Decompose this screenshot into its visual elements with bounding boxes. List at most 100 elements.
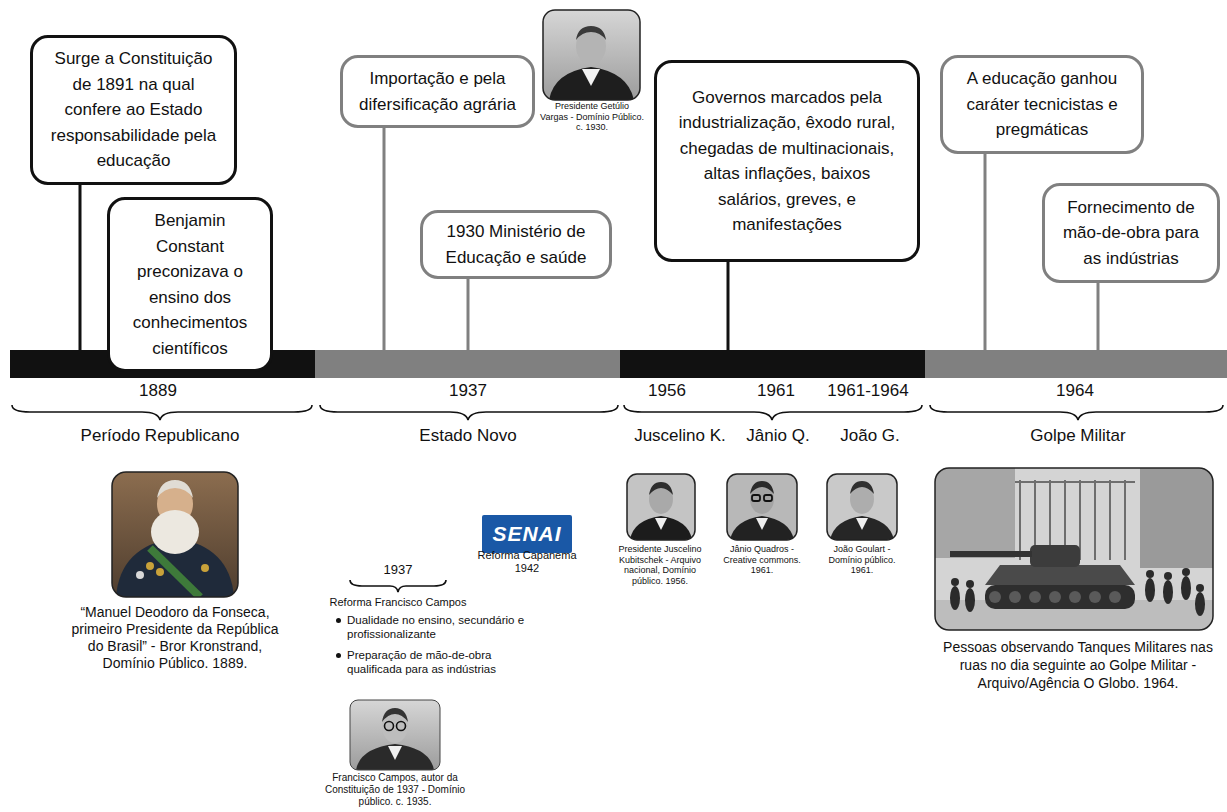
bullet-note: Preparação de mão-de-obra qualificada pa…: [336, 648, 526, 676]
deodoro-portrait-part-part: [201, 564, 209, 572]
period-braces-part: [350, 580, 446, 592]
quadros-photo-part: [727, 474, 797, 540]
bullet-dot: [336, 653, 341, 658]
quadros-photo-part-part: [727, 474, 797, 540]
coup-photo-part-part-part: [965, 588, 975, 612]
timeline-label: 1956: [632, 381, 702, 401]
goulart-photo-part-part: [856, 518, 868, 530]
caption-text: 1942: [497, 562, 557, 575]
period-braces-part: [320, 405, 618, 420]
vargas-photo-part-part: [576, 27, 606, 65]
goulart-photo-part-part: [827, 474, 897, 540]
vargas-photo-part: [543, 10, 640, 100]
vargas-photo: [543, 10, 640, 100]
callout-text: Governos marcados pela industrialização,…: [671, 85, 903, 238]
senai-logo: SENAI: [482, 515, 572, 553]
deodoro-portrait-part-part: [151, 510, 199, 554]
callout-text: A educação ganhou caráter tecnicistas e …: [955, 66, 1129, 143]
coup-photo-part-part: [1030, 545, 1080, 567]
timeline-bar-part: [925, 350, 1227, 378]
caption-text: “Manuel Deodoro da Fonseca, primeiro Pre…: [68, 604, 282, 672]
quadros-photo-part-part: [756, 518, 768, 530]
timeline-label: 1961: [741, 381, 811, 401]
quadros-photo-part-part: [730, 516, 794, 540]
deodoro-portrait: [112, 472, 238, 597]
timeline-label: Estado Novo: [368, 426, 568, 446]
goulart-photo-part-part: [850, 481, 874, 494]
caption-text: Presidente Juscelino Kubitschek - Arquiv…: [612, 544, 708, 586]
deodoro-portrait-part-part: [156, 568, 164, 576]
deodoro-portrait-part-part: [136, 571, 144, 579]
callout-box: A educação ganhou caráter tecnicistas e …: [940, 55, 1144, 154]
callout-text: SENAI: [492, 521, 561, 546]
deodoro-portrait-part-part: [150, 548, 200, 597]
timeline-label: 1961-1964: [818, 381, 918, 401]
coup-photo-part-part-part: [1094, 480, 1096, 560]
timeline-label: Golpe Militar: [978, 426, 1178, 446]
callout-box: 1930 Ministério de Educação e saúde: [420, 210, 612, 279]
campos-photo-part-part: [385, 722, 394, 731]
coup-photo-part-part-part: [1049, 591, 1061, 603]
callout-box: Benjamin Constant preconizava o ensino d…: [107, 197, 273, 372]
coup-photo-part: [935, 468, 1213, 630]
period-braces-part: [12, 405, 312, 420]
coup-photo-part-part-part: [1109, 591, 1121, 603]
coup-photo-part-part-part: [1196, 584, 1204, 592]
bullet-note: Dualidade no ensino, secundário e profis…: [336, 613, 526, 641]
campos-photo-part: [350, 700, 440, 770]
kubitschek-photo-part: [627, 474, 695, 540]
coup-photo-part-part-part: [966, 580, 974, 588]
campos-photo-part: [350, 700, 440, 770]
goulart-photo-part-part: [830, 516, 894, 540]
coup-photo-part-part-part: [1164, 572, 1172, 580]
kubitschek-photo-part-part: [627, 474, 695, 540]
vargas-photo-part-part: [582, 69, 600, 86]
vargas-photo-part-part: [543, 10, 640, 100]
callout-box: Fornecimento de mão-de-obra para as indú…: [1042, 183, 1220, 283]
coup-photo-part-part-part: [1015, 481, 1135, 483]
coup-photo-part-part-part: [1009, 591, 1021, 603]
caption-text: Pessoas observando Tanques Militares nas…: [940, 638, 1216, 692]
timeline-bar-part: [620, 350, 925, 378]
coup-photo-part-part-part: [1124, 480, 1126, 560]
campos-photo-part-part: [356, 744, 434, 770]
deodoro-portrait-part: [112, 472, 238, 597]
quadros-photo-part-part: [764, 495, 772, 501]
callout-box: Surge a Constituição de 1891 na qual con…: [30, 35, 237, 185]
stem-lines-part: [383, 90, 386, 352]
quadros-photo-part-part: [752, 495, 760, 501]
kubitschek-photo-part: [627, 474, 695, 540]
coup-photo-part-part: [935, 468, 1213, 630]
campos-photo-part-part: [382, 709, 408, 743]
coup-photo-part-part: [985, 585, 1135, 609]
campos-photo: [350, 700, 440, 770]
coup-photo-part-part-part: [1182, 568, 1190, 576]
caption-text: Reforma Capanema: [472, 549, 582, 562]
kubitschek-photo-part-part: [630, 516, 692, 540]
period-braces-part: [624, 405, 922, 420]
caption-text: Francisco Campos, autor da Constituição …: [317, 772, 473, 808]
coup-photo: [935, 468, 1213, 630]
deodoro-portrait-part-part: [157, 480, 193, 498]
coup-photo-part-part-part: [1019, 480, 1021, 560]
kubitschek-photo: [627, 474, 695, 540]
callout-text: Benjamin Constant preconizava o ensino d…: [122, 208, 258, 361]
coup-photo-part-part-part: [1181, 576, 1191, 600]
coup-photo-part-part-part: [989, 591, 1001, 603]
period-braces-part: [930, 405, 1223, 420]
callout-box: Governos marcados pela industrialização,…: [654, 60, 920, 262]
coup-photo-part-part-part: [1163, 580, 1173, 604]
kubitschek-photo-part-part: [649, 482, 673, 495]
timeline-label: João G.: [825, 426, 915, 446]
bullet-dot: [336, 618, 341, 623]
timeline-label: 1937: [428, 381, 508, 401]
coup-photo-part-part: [950, 551, 1032, 557]
campos-photo-part-part: [350, 700, 440, 770]
kubitschek-photo-part-part: [655, 518, 667, 530]
timeline-label: Período Republicano: [40, 426, 280, 446]
vargas-photo-part-part: [576, 26, 606, 40]
timeline-label: Juscelino K.: [625, 426, 735, 446]
coup-photo-part-part-part: [1195, 592, 1205, 616]
